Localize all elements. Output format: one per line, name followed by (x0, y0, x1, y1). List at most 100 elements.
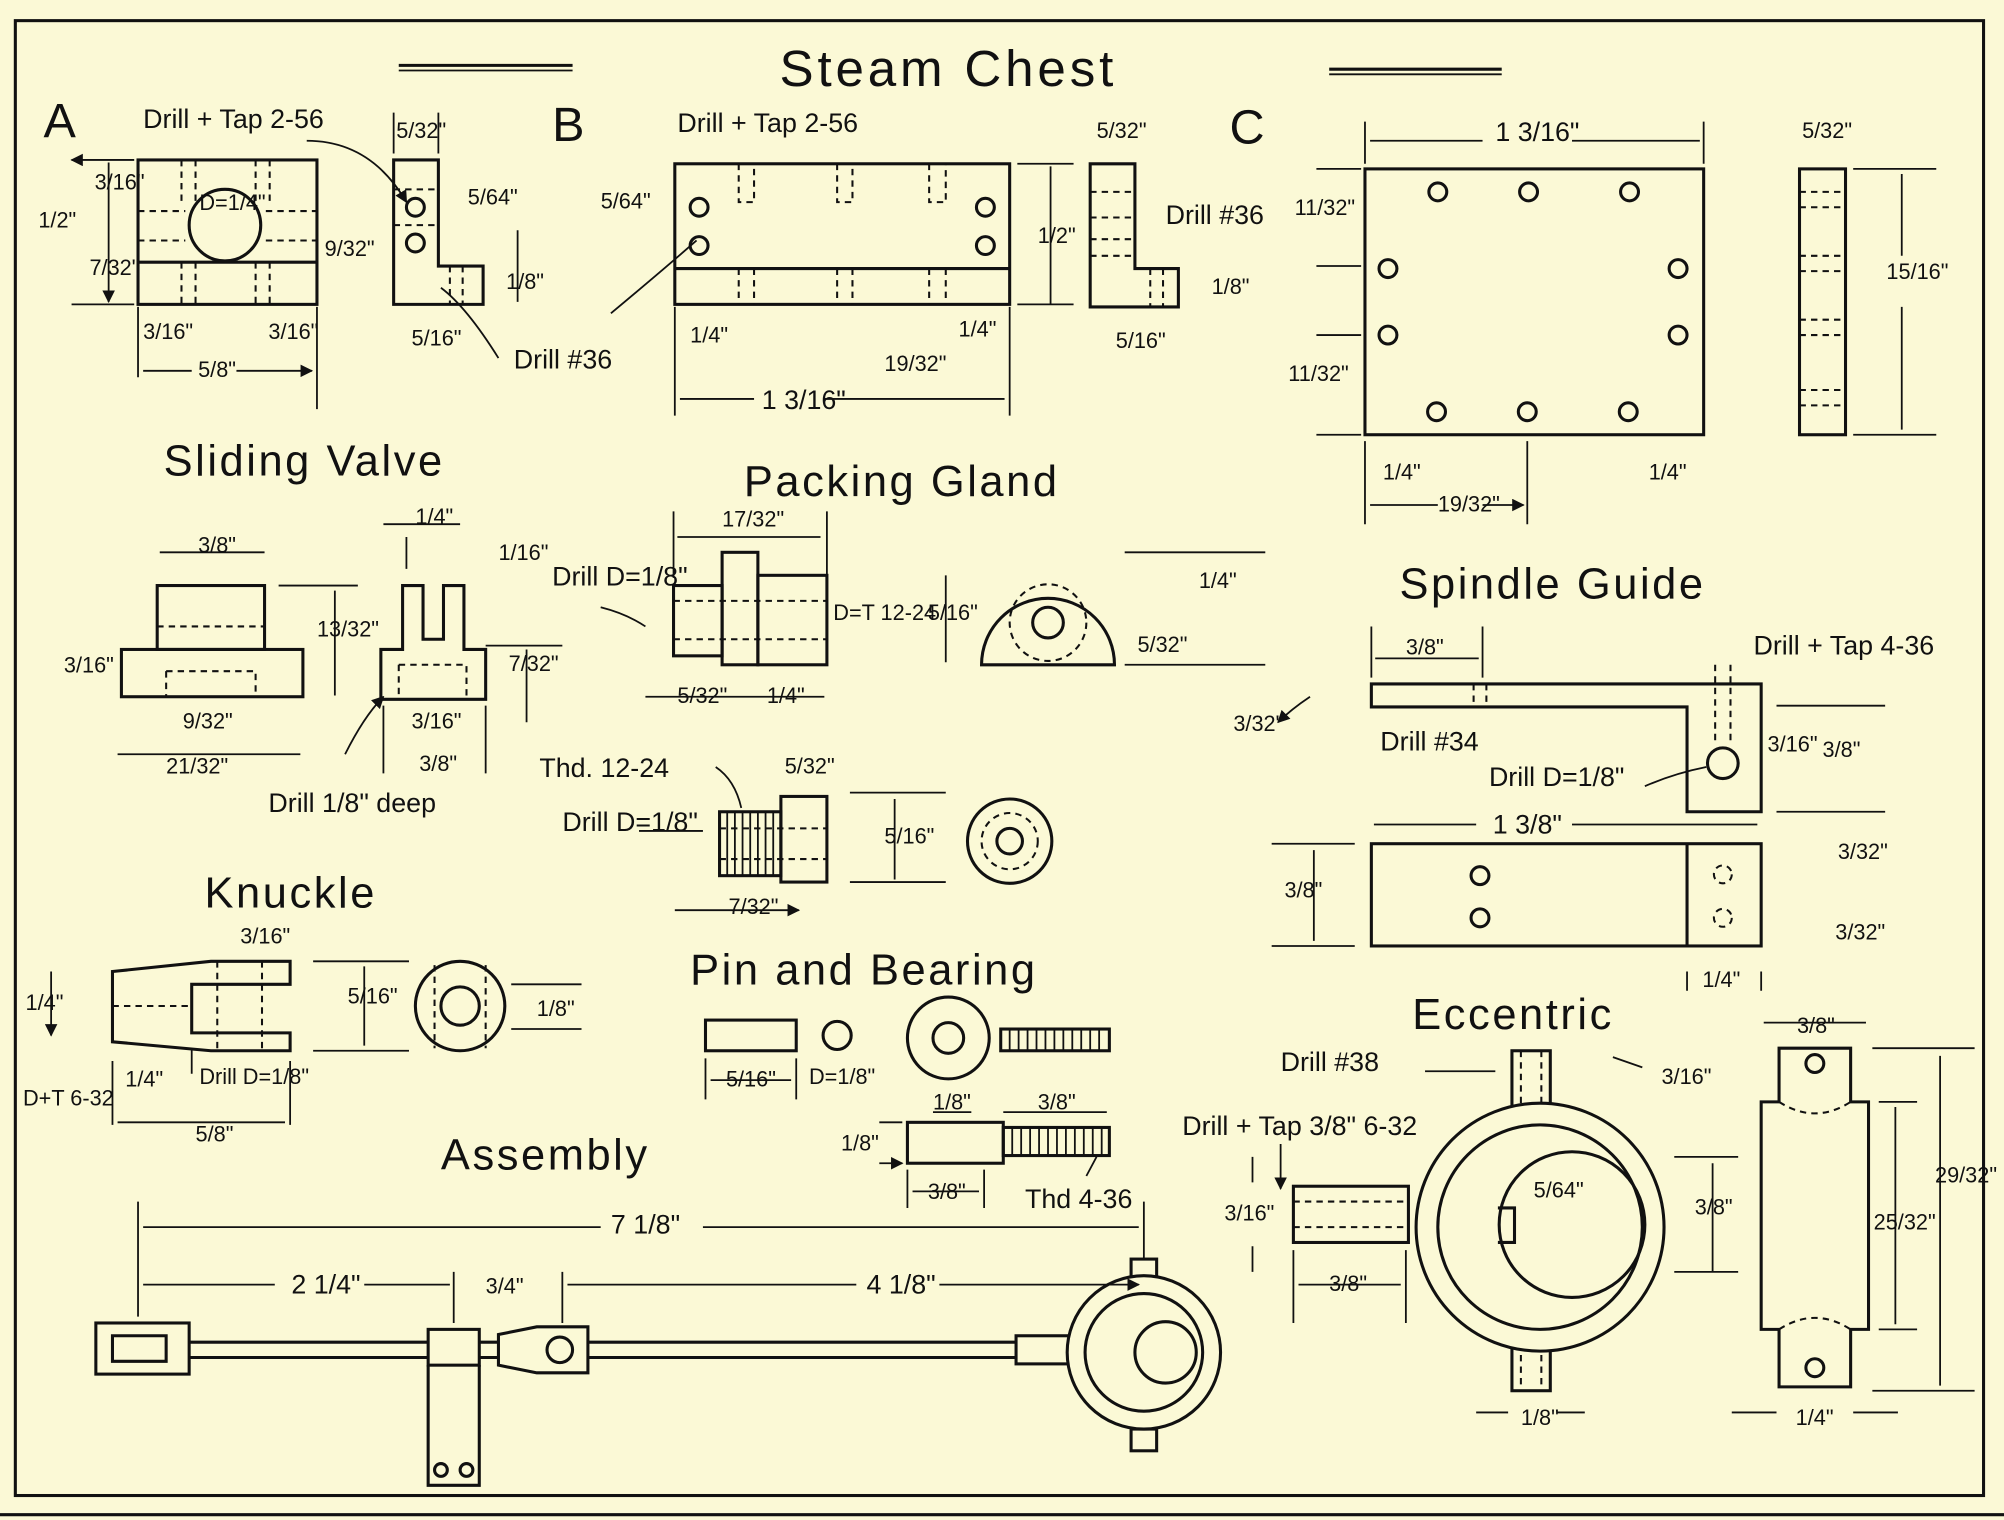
dim-label: 1/4" (1649, 459, 1687, 484)
dim-label: 1/4" (1796, 1405, 1834, 1430)
part-a-drill-note: Drill #36 (514, 344, 612, 374)
dim-label: 3/8" (1284, 877, 1322, 902)
part-b-label: B (552, 98, 584, 152)
part-c-label: C (1229, 100, 1264, 154)
dim-label: 3/8" (1329, 1271, 1367, 1296)
dim-label: 9/32" (183, 709, 233, 734)
pin-thread-note: Thd 4-36 (1025, 1184, 1132, 1214)
dim-label: 1/4" (1383, 459, 1421, 484)
dim-label: 3/16" (268, 319, 318, 344)
dim-label: 3/8" (1695, 1194, 1733, 1219)
dim-label: 3/8" (1797, 1013, 1835, 1038)
dim-label: 5/32" (1802, 118, 1852, 143)
dim-label: 3/16" (143, 319, 193, 344)
dim-label: 3/16" (64, 652, 114, 677)
dim-label: 3/32" (1233, 711, 1283, 736)
page-title: Steam Chest (780, 40, 1118, 97)
dim-label: 1/8" (537, 996, 575, 1021)
dim-label: 1/8" (933, 1090, 971, 1115)
assembly-drawing: Assembly 7 1/8" 2 1/4" 3/4" 4 1/8" (94, 1132, 1223, 1487)
part-a-label: A (43, 94, 76, 148)
knuckle-drawing: Knuckle D+T 6-32 Drill D=1/8" 3/16" 5/16… (23, 870, 582, 1147)
dim-label: 1 3/8" (1493, 809, 1562, 839)
dim-label: 9/32" (325, 236, 375, 261)
dim-label: 3/32" (1838, 839, 1888, 864)
part-c-drawing: C 1 3/16" 11/32" 11/32" 1/4" 19/32" 1/4"… (1229, 100, 1948, 525)
dim-label: 7 1/8" (611, 1210, 680, 1240)
sliding-valve-drawing: Sliding Valve Drill 1/8" deep 3/8" 1/4" … (64, 438, 563, 818)
dim-label: 11/32" (1288, 361, 1348, 386)
dim-label: 3/8" (1038, 1090, 1076, 1115)
dim-label: 1/8" (1212, 274, 1250, 299)
dim-label: 3/16" (412, 709, 462, 734)
dim-label: 29/32" (1935, 1162, 1997, 1187)
dim-label: 1 3/16" (1495, 117, 1579, 147)
dim-label: 4 1/8" (867, 1270, 936, 1300)
part-a-drill-tap-note: Drill + Tap 2-56 (143, 104, 324, 134)
dim-label: 3/8" (198, 532, 236, 557)
dim-label: 5/32" (785, 753, 835, 778)
dim-label: 3/8" (928, 1179, 966, 1204)
dim-label: 5/16" (726, 1067, 776, 1092)
dim-label: 1/4" (125, 1067, 163, 1092)
dim-label: 5/32" (1097, 118, 1147, 143)
packing-gland-drill-note-2: Drill D=1/8" (562, 807, 698, 837)
dim-label: 1/16" (498, 540, 548, 565)
dim-label: 5/64" (1534, 1178, 1584, 1203)
dim-label: 5/16" (1116, 328, 1166, 353)
dim-label: 7/32" (89, 255, 139, 280)
dim-label: 7/32" (728, 894, 778, 919)
dim-label: 3/16" (240, 923, 290, 948)
dim-label: 1/4" (26, 990, 64, 1015)
sliding-valve-title: Sliding Valve (164, 438, 445, 486)
dim-label: 1/4" (690, 323, 728, 348)
dim-label: 1/4" (415, 504, 453, 529)
dim-label: 1/4" (767, 683, 805, 708)
dim-label: 1 3/16" (762, 385, 846, 415)
dim-label: 5/32" (1137, 632, 1187, 657)
part-a-hole-note: D=1/4" (199, 190, 265, 215)
dim-label: 25/32" (1874, 1210, 1936, 1235)
packing-gland-drill-note: Drill D=1/8" (552, 562, 688, 592)
part-b-drawing: B Drill + Tap 2-56 Drill #36 5/64" 1/2" … (552, 98, 1264, 416)
dim-label: 5/8" (198, 357, 236, 382)
dim-label: 3/8" (1406, 635, 1444, 660)
part-b-drill-tap-note: Drill + Tap 2-56 (677, 108, 858, 138)
dim-label: 3/8" (1823, 737, 1861, 762)
spindle-guide-drill-tap-note: Drill + Tap 4-36 (1754, 631, 1935, 661)
eccentric-tap-note: Drill + Tap 3/8" 6-32 (1182, 1111, 1417, 1141)
dim-label: 3/16" (1661, 1064, 1711, 1089)
title-block: Steam Chest (398, 40, 1502, 97)
sliding-valve-drill-note: Drill 1/8" deep (268, 788, 436, 818)
dim-label: 21/32" (166, 753, 228, 778)
dim-label: 5/16" (412, 325, 462, 350)
dim-label: 3/16" (95, 169, 145, 194)
dim-label: 3/8" (419, 751, 457, 776)
dim-label: 13/32" (317, 617, 379, 642)
dim-label: 17/32" (722, 507, 784, 532)
pin-hole-note: D=1/8" (809, 1064, 875, 1089)
dim-label: 5/16" (884, 824, 934, 849)
spindle-guide-title: Spindle Guide (1399, 560, 1705, 608)
pin-and-bearing-title: Pin and Bearing (690, 946, 1037, 994)
part-a-drawing: A Drill + Tap 2-56 D=1/4" Drill #36 3/16… (38, 94, 612, 410)
eccentric-drawing: Eccentric Drill #38 Drill + Tap 3/8" 6-3… (1182, 991, 1997, 1430)
dim-label: 19/32" (1438, 491, 1500, 516)
packing-gland-drawing: Packing Gland Drill D=1/8" D=T 12-24 Thd… (539, 458, 1266, 919)
assembly-title: Assembly (441, 1132, 650, 1180)
dim-label: 11/32" (1295, 195, 1355, 220)
dim-label: 2 1/4" (291, 1270, 360, 1300)
spindle-guide-drill-note: Drill D=1/8" (1489, 762, 1625, 792)
dim-label: 5/32" (396, 118, 446, 143)
spindle-guide-drill-34-note: Drill #34 (1380, 726, 1478, 756)
dim-label: 1/8" (1521, 1405, 1559, 1430)
dim-label: 3/16" (1768, 732, 1818, 757)
dim-label: 5/16" (348, 983, 398, 1008)
spindle-guide-drawing: Spindle Guide Drill + Tap 4-36 Drill #34… (1233, 560, 1934, 992)
dim-label: 1/8" (506, 269, 544, 294)
dim-label: 5/64" (601, 189, 651, 214)
eccentric-drill-note: Drill #38 (1281, 1047, 1379, 1077)
dim-label: 1/4" (959, 316, 997, 341)
dim-label: 5/16" (928, 600, 978, 625)
pin-and-bearing-drawing: Pin and Bearing D=1/8" Thd 4-36 5/16" 1/… (690, 946, 1132, 1214)
